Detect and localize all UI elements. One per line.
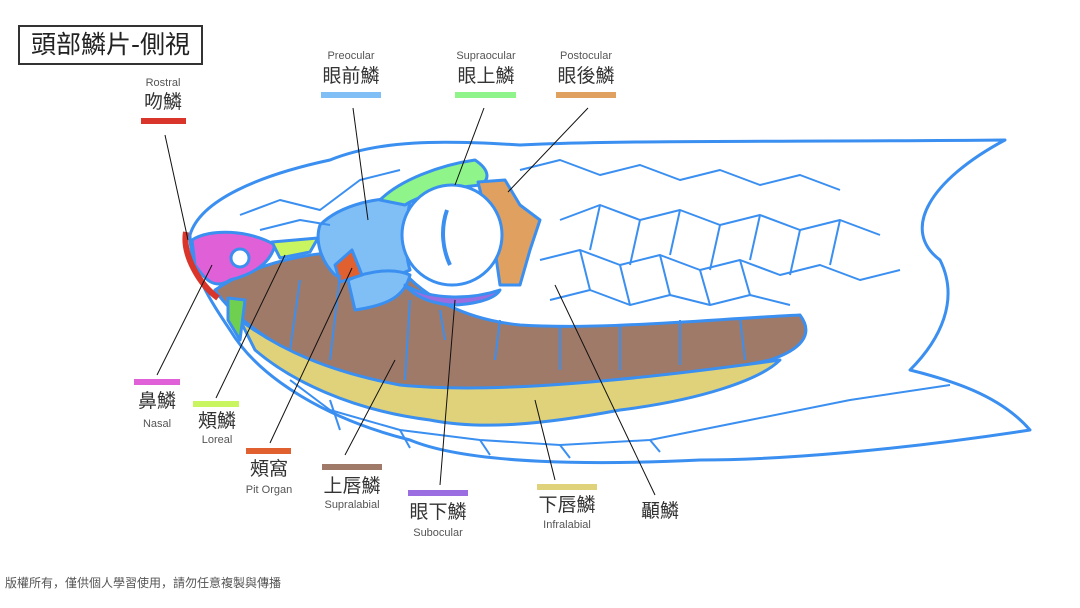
scale-grid	[239, 159, 951, 459]
diagram-title: 頭部鱗片-側視	[18, 25, 203, 65]
preocular-en: Preocular	[327, 50, 375, 62]
pit-en: Pit Organ	[245, 484, 293, 496]
preocular-lower-region	[346, 269, 412, 312]
leader-postocular	[507, 107, 589, 193]
loreal-en: Loreal	[201, 434, 233, 446]
leader-rostral	[164, 134, 189, 241]
leader-preocular	[352, 107, 369, 221]
preocular-zh: 眼前鱗	[322, 65, 380, 87]
subocular-region	[403, 283, 502, 307]
pit-zh: 頰窩	[249, 458, 289, 480]
leader-supralabial	[344, 359, 396, 456]
leader-pit	[269, 267, 353, 444]
leader-supraocular	[454, 107, 485, 186]
pupil	[441, 209, 452, 266]
supraocular-color-bar	[455, 92, 516, 98]
postocular-en: Postocular	[560, 50, 612, 62]
loreal-color-bar	[193, 401, 239, 407]
nasal-en: Nasal	[142, 418, 172, 430]
loreal-zh: 頰鱗	[197, 410, 237, 432]
nasal-zh: 鼻鱗	[137, 390, 177, 412]
subocular-en: Subocular	[413, 527, 463, 539]
postocular-color-bar	[556, 92, 616, 98]
rostral-color-bar	[141, 118, 186, 124]
rostral-en: Rostral	[145, 77, 181, 89]
supralabial-zh: 上唇鱗	[323, 475, 381, 497]
chin-scale	[226, 296, 247, 342]
infralabial-en: Infralabial	[543, 519, 591, 531]
subocular-zh: 眼下鱗	[409, 501, 467, 523]
infralabial-color-bar	[537, 484, 597, 490]
postocular-zh: 眼後鱗	[557, 65, 615, 87]
rostral-zh: 吻鱗	[143, 91, 183, 113]
leader-loreal	[215, 254, 286, 399]
loreal-region	[270, 236, 320, 260]
subocular-color-bar	[408, 490, 468, 496]
leader-infralabial	[534, 399, 556, 481]
supralabial-en: Supralabial	[324, 499, 380, 511]
nasal-color-bar	[134, 379, 180, 385]
supraocular-en: Supraocular	[456, 50, 516, 62]
supralabial-color-bar	[322, 464, 382, 470]
eye	[400, 183, 504, 287]
copyright-footer: 版權所有，僅供個人學習使用，請勿任意複製與傳播	[5, 576, 282, 590]
infralabial-zh: 下唇鱗	[538, 494, 596, 516]
pit-color-bar	[246, 448, 291, 454]
pit-region	[333, 248, 364, 284]
leader-temporal	[554, 284, 656, 496]
rostral-region	[182, 231, 220, 301]
nostril	[229, 247, 251, 269]
preocular-color-bar	[321, 92, 381, 98]
temporal-zh: 顳鱗	[640, 500, 680, 522]
leader-nasal	[156, 264, 213, 376]
leader-subocular	[439, 299, 456, 486]
supraocular-zh: 眼上鱗	[457, 65, 515, 87]
